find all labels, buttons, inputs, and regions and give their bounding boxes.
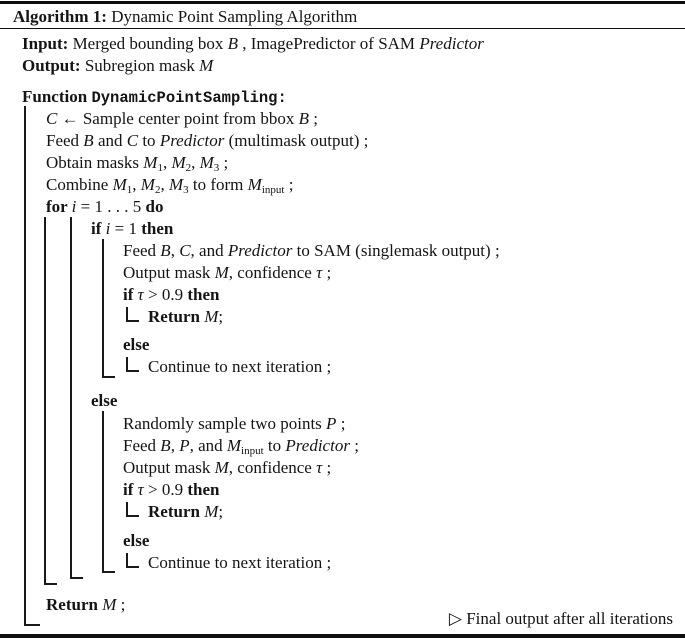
else-line-outer: else [91, 391, 118, 410]
return-final-line: Return M ; [46, 595, 126, 614]
if-first-iteration-line: if i = 1 then [91, 219, 174, 238]
continue-bracket-1-foot [126, 370, 139, 372]
continue-bracket-1 [126, 357, 128, 371]
if-confidence-line-1: if τ > 0.9 then [123, 285, 220, 304]
random-sample-line: Randomly sample two points P ; [123, 414, 346, 433]
output-mask-line-1: Output mask M, confidence τ ; [123, 263, 332, 282]
algorithm-caption: Algorithm 1: Dynamic Point Sampling Algo… [13, 6, 357, 27]
combine-masks-line: Combine M1, M2, M3 to form Minput ; [46, 175, 294, 196]
function-header-line: Function DynamicPointSampling: [22, 87, 287, 107]
caption-rule [0, 27, 685, 29]
return-bracket-1-foot [126, 320, 139, 322]
for-loop-line: for i = 1 . . . 5 do [46, 197, 164, 216]
else-branch-rule [102, 411, 104, 572]
algorithm-title: Dynamic Point Sampling Algorithm [106, 7, 358, 26]
final-comment-line: ▷ Final output after all iterations [448, 609, 673, 628]
else-branch-foot [102, 571, 115, 573]
else-line-inner-2: else [123, 531, 150, 550]
output-line: Output: Subregion mask M [22, 56, 214, 75]
then-branch-foot [102, 376, 115, 378]
output-mask-line-2: Output mask M, confidence τ ; [123, 458, 332, 477]
for-body-block-rule [70, 217, 72, 578]
obtain-masks-line: Obtain masks M1, M2, M3 ; [46, 153, 229, 174]
else-line-inner-1: else [123, 335, 150, 354]
return-line-1: Return M; [148, 307, 224, 326]
then-branch-rule [102, 239, 104, 377]
return-bracket-1 [126, 307, 128, 321]
continue-line-2: Continue to next iteration ; [148, 553, 332, 572]
for-block-rule [44, 217, 46, 584]
bottom-rule [0, 634, 685, 638]
return-bracket-2 [126, 502, 128, 516]
function-block-rule [24, 106, 26, 625]
feed-singlemask-line: Feed B, C, and Predictor to SAM (singlem… [123, 241, 500, 260]
algorithm-number-label: Algorithm 1: [13, 7, 107, 26]
continue-bracket-2-foot [126, 566, 139, 568]
function-block-foot [24, 624, 40, 626]
feed-minput-line: Feed B, P, and Minput to Predictor ; [123, 436, 359, 457]
for-block-foot [44, 583, 57, 585]
input-line: Input: Merged bounding box B , ImagePred… [22, 34, 484, 53]
continue-line-1: Continue to next iteration ; [148, 357, 332, 376]
continue-bracket-2 [126, 553, 128, 567]
top-rule [0, 1, 685, 4]
return-bracket-2-foot [126, 515, 139, 517]
for-body-block-foot [70, 577, 83, 579]
feed-b-c-line: Feed B and C to Predictor (multimask out… [46, 131, 369, 150]
return-line-2: Return M; [148, 502, 224, 521]
if-confidence-line-2: if τ > 0.9 then [123, 480, 220, 499]
sample-center-line: C ← Sample center point from bbox B ; [46, 109, 318, 128]
